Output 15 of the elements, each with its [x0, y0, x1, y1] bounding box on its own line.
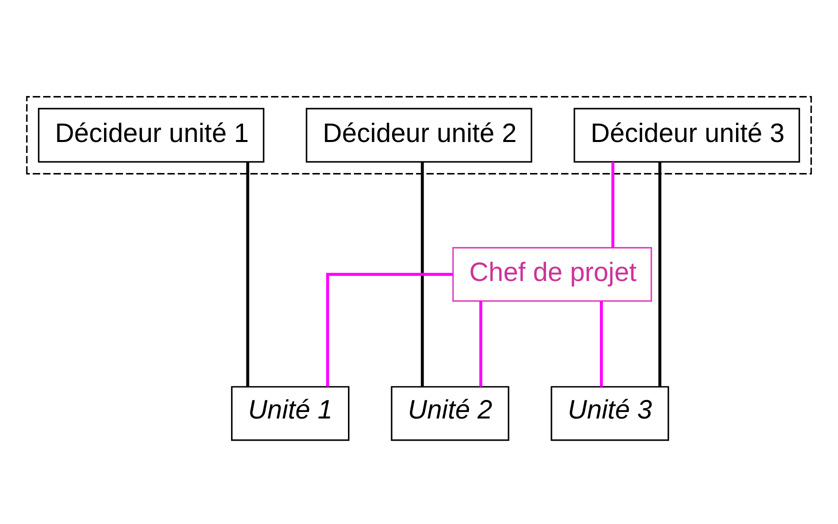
connector — [326, 272, 454, 386]
node-box: Décideur unité 2 — [306, 107, 532, 162]
connector — [246, 161, 250, 386]
connector — [479, 300, 482, 386]
connector — [611, 162, 614, 248]
node-box: Unité 3 — [550, 386, 670, 440]
cluster — [26, 96, 812, 174]
node-box: Décideur unité 3 — [574, 107, 800, 162]
connector — [600, 300, 603, 386]
node-box: Unité 1 — [231, 386, 350, 440]
node-box: Décideur unité 1 — [38, 107, 264, 162]
node-box: Chef de projet — [452, 246, 652, 302]
connector — [658, 161, 662, 386]
node-box: Unité 2 — [390, 386, 510, 440]
connector — [420, 161, 424, 386]
